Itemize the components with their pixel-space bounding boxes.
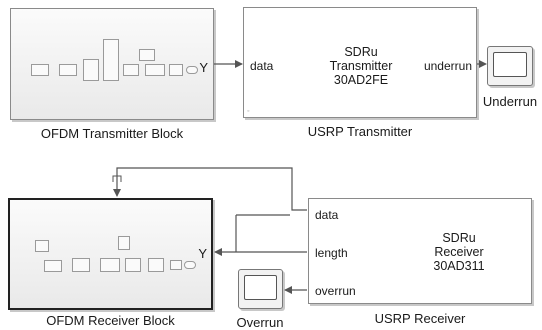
tx-underrun-port-label: underrun	[423, 59, 472, 73]
tx-inner-block	[59, 64, 77, 76]
tx-inner-block	[83, 59, 99, 81]
tx-inner-block	[186, 66, 198, 74]
usrp-transmitter-title: SDRu Transmitter 30AD2FE	[306, 45, 416, 87]
usrp-rx-line1: SDRu	[442, 231, 476, 245]
underrun-scope[interactable]	[487, 46, 533, 86]
rx-inner-block	[35, 240, 49, 252]
tx-output-port-label: Y	[199, 60, 208, 75]
tx-inner-block	[103, 39, 119, 81]
tx-inner-block	[123, 64, 139, 76]
rx-length-port-label: length	[315, 246, 348, 260]
underrun-scope-caption: Underrun	[482, 94, 538, 109]
tx-inner-block	[145, 64, 165, 76]
tx-data-port-label: data	[250, 59, 274, 73]
rx-inner-block	[100, 258, 120, 272]
usrp-tx-line3: 30AD2FE	[333, 73, 389, 87]
usrp-receiver-block[interactable]: data length overrun SDRu Receiver 30AD31…	[308, 198, 532, 304]
tx-inner-block	[169, 64, 183, 76]
rx-inner-block	[184, 261, 196, 269]
rx-inner-block	[44, 260, 62, 272]
rx-output-port-label: Y	[198, 246, 207, 261]
tx-inner-block	[31, 64, 49, 76]
rx-overrun-port-label: overrun	[315, 284, 356, 298]
tx-inner-block	[139, 49, 155, 61]
pulse-icon	[112, 175, 122, 182]
rx-inner-block	[170, 260, 182, 270]
ofdm-receiver-caption: OFDM Receiver Block	[46, 313, 175, 328]
usrp-tx-line1: SDRu	[344, 45, 378, 59]
block-corner-icon: ◦	[247, 108, 250, 115]
usrp-rx-line3: 30AD311	[433, 259, 485, 273]
overrun-scope-caption: Overrun	[236, 315, 284, 330]
ofdm-transmitter-block[interactable]: Y	[10, 8, 214, 120]
usrp-rx-line2: Receiver	[434, 245, 484, 259]
scope-screen-icon	[493, 52, 527, 77]
rx-inner-block	[148, 258, 164, 272]
scope-screen-icon	[244, 275, 277, 300]
rx-data-port-label: data	[315, 208, 339, 222]
usrp-receiver-caption: USRP Receiver	[374, 311, 466, 326]
ofdm-transmitter-caption: OFDM Transmitter Block	[40, 126, 184, 141]
overrun-scope[interactable]	[238, 269, 283, 309]
rx-inner-block	[72, 258, 90, 272]
usrp-receiver-title: SDRu Receiver 30AD311	[409, 231, 509, 273]
usrp-transmitter-block[interactable]: data SDRu Transmitter 30AD2FE underrun ◦	[243, 7, 477, 118]
rx-inner-block	[118, 236, 130, 250]
usrp-tx-line2: Transmitter	[329, 59, 393, 73]
rx-inner-block	[125, 258, 141, 272]
wire-rx-data	[113, 167, 307, 211]
ofdm-receiver-block[interactable]: Y	[8, 198, 213, 310]
usrp-transmitter-caption: USRP Transmitter	[307, 124, 413, 139]
